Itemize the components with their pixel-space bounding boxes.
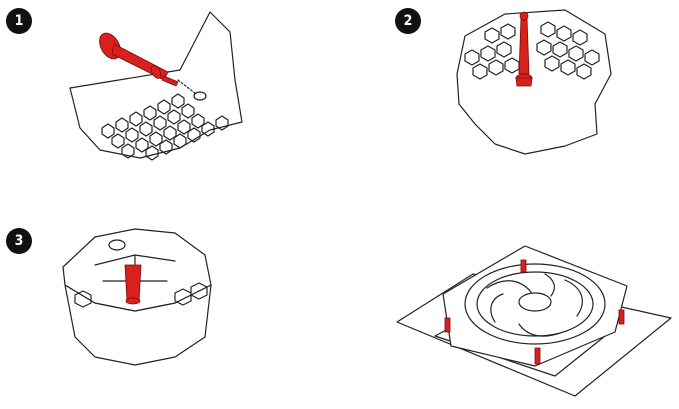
step-2-badge: 2: [395, 8, 421, 34]
step-3-badge: 3: [6, 228, 32, 254]
step-3-number: 3: [15, 233, 24, 249]
step-1-number: 1: [15, 13, 24, 29]
step-2-number: 2: [404, 13, 413, 29]
step-1-illustration: [60, 10, 260, 170]
step-1-badge: 1: [6, 8, 32, 34]
step-2-illustration: [445, 4, 615, 164]
rubber-pin-icon: [125, 265, 141, 304]
step-3-illustration: [55, 225, 225, 390]
fan-assembly-illustration: [395, 236, 675, 406]
